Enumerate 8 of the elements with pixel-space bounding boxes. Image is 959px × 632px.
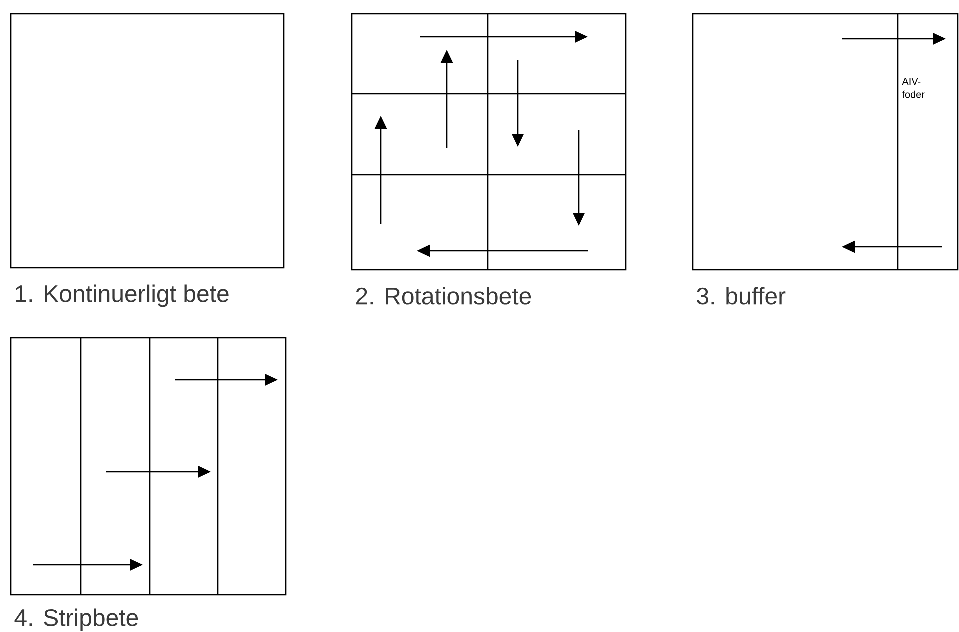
- node-label: 4. Stripbete: [14, 608, 138, 632]
- paddock-label: AIV-foder: [902, 78, 925, 98]
- paddock-box: [10, 337, 287, 596]
- node-label: 1. Kontinuerligt bete: [16, 284, 229, 308]
- paddock-box: [10, 13, 285, 269]
- node-label: 3. buffer: [697, 287, 786, 305]
- paddock-box: [351, 13, 627, 271]
- node-label: 2. Rotationsbete: [356, 287, 532, 305]
